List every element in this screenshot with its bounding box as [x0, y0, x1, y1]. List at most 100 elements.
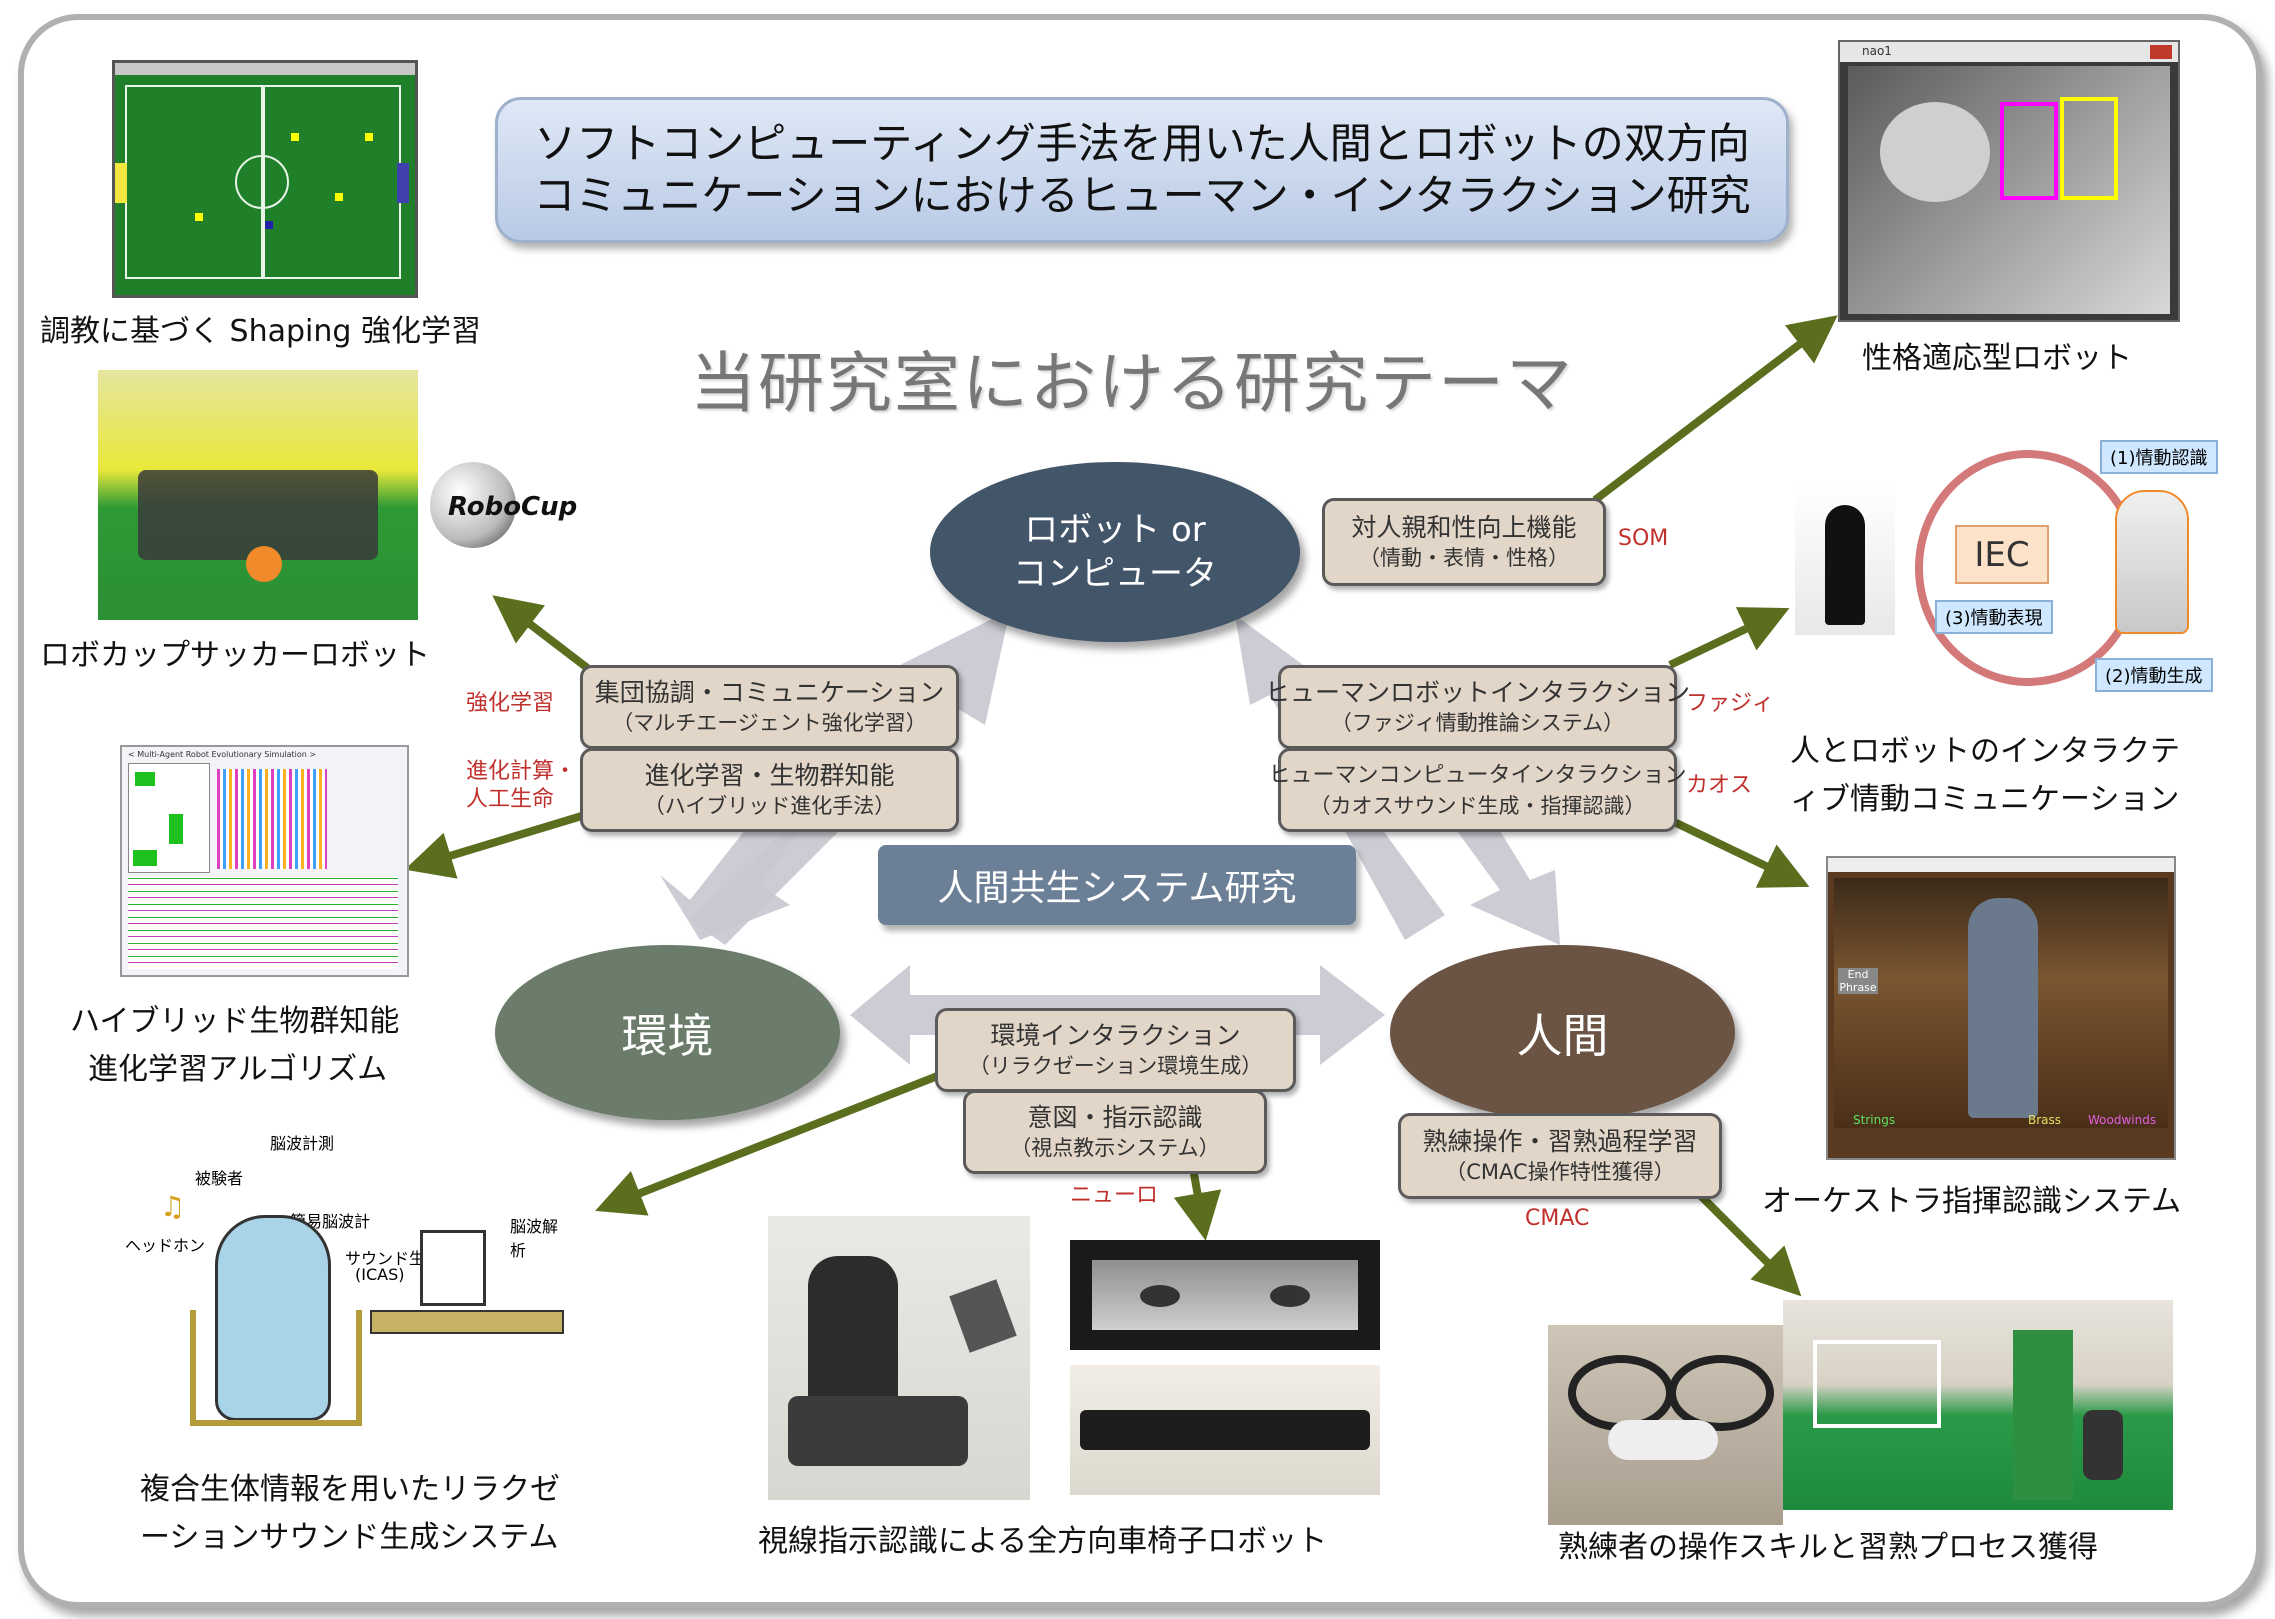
image-drone	[1548, 1325, 1783, 1525]
title-line-2: コミュニケーションにおけるヒューマン・インタラクション研究	[533, 171, 1751, 220]
title-line-1: ソフトコンピューティング手法を用いた人間とロボットの双方向	[534, 119, 1750, 168]
conductor-figure	[1968, 898, 2038, 1118]
image-eye-closeup	[1070, 1240, 1380, 1350]
method-ec-line-1: 進化計算・	[466, 759, 577, 784]
human-node: 人間	[1390, 945, 1735, 1120]
caption-emotion-line-2: ィブ情動コミュニケーション	[1790, 782, 2180, 817]
person-figure	[215, 1215, 331, 1421]
iec-box: IEC	[1955, 525, 2049, 584]
image-eye-tracker	[1070, 1365, 1380, 1495]
green-arrow-hybrid	[404, 811, 587, 879]
box-hci-line-2: （カオスサウンド生成・指揮認識）	[1309, 794, 1646, 818]
green-arrow-personality	[1592, 315, 1838, 504]
green-arrow-relax	[595, 1071, 942, 1216]
box-affinity-line-2: （情動・表情・性格）	[1359, 546, 1569, 570]
caption-relax-line-2: ーションサウンド生成システム	[140, 1520, 559, 1555]
box-env-interaction: 環境インタラクション （リラクゼーション環境生成）	[935, 1008, 1296, 1092]
person-silhouette	[1795, 485, 1895, 635]
caption-emotion-line-1: 人とロボットのインタラクテ	[1790, 734, 2180, 769]
computer-monitor-icon	[420, 1230, 486, 1306]
caption-hybrid-line-1: ハイブリッド生物群知能	[70, 1004, 400, 1039]
caption-orchestra: オーケストラ指揮認識システム	[1762, 1184, 2182, 1219]
box-skill: 熟練操作・習熟過程学習 （CMAC操作特性獲得）	[1398, 1113, 1722, 1199]
caption-relax-line-1: 複合生体情報を用いたリラクゼ	[140, 1472, 560, 1507]
green-arrow-skill	[1697, 1192, 1802, 1297]
box-evolution-line-1: 進化学習・生物群知能	[644, 761, 895, 790]
label-brain-analysis: 脳波解析	[510, 1217, 559, 1260]
green-arrow-robocup	[492, 595, 593, 674]
orchestra-end-phrase: End Phrase	[1838, 968, 1878, 994]
image-relaxation-system: 脳波計測 被験者 簡易脳波計 ヘッドホン サウンド生成 (ICAS) 脳波解析 …	[120, 1120, 570, 1440]
music-note-icon: ♫	[160, 1190, 186, 1223]
label-subject: 被験者	[195, 1169, 244, 1188]
label-icas: (ICAS)	[355, 1265, 405, 1284]
green-arrow-orchestra	[1668, 816, 1810, 888]
method-som: SOM	[1618, 526, 1669, 551]
robocup-logo-text: RoboCup	[448, 492, 578, 522]
method-ec-line-2: 人工生命	[466, 787, 555, 812]
image-iec-cycle: IEC (1)情動認識 (3)情動表現 (2)情動生成	[1795, 430, 2225, 700]
method-chaos: カオス	[1686, 773, 1753, 798]
chair	[190, 1310, 362, 1426]
box-hci: ヒューマンコンピュータインタラクション （カオスサウンド生成・指揮認識）	[1269, 748, 1687, 832]
label-emotion-generation: (2)情動生成	[2095, 658, 2213, 692]
image-wheelchair-robot	[768, 1216, 1030, 1500]
box-intention: 意図・指示認識 （視点教示システム）	[963, 1090, 1267, 1174]
green-arrow-eye	[1173, 1167, 1222, 1241]
caption-personality: 性格適応型ロボット	[1862, 341, 2132, 376]
desk	[370, 1310, 564, 1334]
image-orchestra: End Phrase Strings Brass Woodwinds	[1826, 856, 2176, 1160]
box-env-interaction-line-1: 環境インタラクション	[990, 1021, 1241, 1050]
image-robocup-robots	[98, 370, 418, 620]
orchestra-strings: Strings	[1853, 1113, 1896, 1127]
caption-wheelchair: 視線指示認識による全方向車椅子ロボット	[758, 1524, 1328, 1559]
box-affinity: 対人親和性向上機能 （情動・表情・性格）	[1322, 498, 1606, 586]
nao-robot-figure	[2115, 490, 2189, 634]
soccer-ball-icon	[430, 462, 516, 548]
box-intention-line-2: （視点教示システム）	[1010, 1136, 1220, 1160]
method-fuzzy: ファジィ	[1686, 691, 1775, 716]
robocup-logo: RoboCup	[430, 462, 585, 550]
box-evolution-line-2: （ハイブリッド進化手法）	[643, 794, 896, 818]
orchestra-woodwinds: Woodwinds	[2088, 1113, 2157, 1127]
label-emotion-expression: (3)情動表現	[1935, 600, 2053, 634]
method-neuro: ニューロ	[1070, 1183, 1159, 1208]
box-evolution: 進化学習・生物群知能 （ハイブリッド進化手法）	[580, 748, 959, 832]
label-emotion-recognition: (1)情動認識	[2100, 440, 2218, 474]
box-hri: ヒューマンロボットインタラクション （ファジィ情動推論システム）	[1265, 665, 1690, 749]
image-soccer-simulation	[112, 60, 418, 298]
robot-node-line-1: ロボット or	[1024, 510, 1206, 550]
image-skill-room	[1783, 1300, 2173, 1510]
box-skill-line-1: 熟練操作・習熟過程学習	[1422, 1127, 1698, 1156]
title-banner: ソフトコンピューティング手法を用いた人間とロボットの双方向 コミュニケーションに…	[495, 97, 1789, 243]
center-theme-box: 人間共生システム研究	[878, 845, 1356, 925]
box-affinity-line-1: 対人親和性向上機能	[1351, 513, 1577, 542]
box-cooperation-line-1: 集団協調・コミュニケーション	[594, 678, 945, 707]
label-brain-measure: 脳波計測	[270, 1134, 335, 1153]
robot-node-line-2: コンピュータ	[1013, 554, 1217, 594]
image-evolution-simulation: < Multi-Agent Robot Evolutionary Simulat…	[120, 745, 409, 977]
environment-node: 環境	[495, 945, 840, 1120]
green-arrow-emotion	[1668, 607, 1790, 669]
box-intention-line-1: 意図・指示認識	[1027, 1103, 1203, 1132]
caption-skill: 熟練者の操作スキルと習熟プロセス獲得	[1558, 1530, 2098, 1565]
orchestra-brass: Brass	[2028, 1113, 2062, 1127]
caption-hybrid-line-2: 進化学習アルゴリズム	[88, 1052, 388, 1087]
caption-shaping: 調教に基づく Shaping 強化学習	[40, 314, 481, 349]
image-nao-camera: nao1	[1838, 40, 2180, 322]
box-skill-line-2: （CMAC操作特性獲得）	[1445, 1160, 1675, 1184]
main-heading: 当研究室における研究テーマ	[690, 345, 1574, 422]
box-cooperation: 集団協調・コミュニケーション （マルチエージェント強化学習）	[580, 665, 959, 749]
box-hri-line-2: （ファジィ情動推論システム）	[1330, 711, 1625, 735]
box-hci-line-1: ヒューマンコンピュータインタラクション	[1268, 763, 1687, 788]
box-hri-line-1: ヒューマンロボットインタラクション	[1265, 678, 1691, 707]
robot-node: ロボット or コンピュータ	[930, 462, 1300, 642]
window-close-icon	[2150, 45, 2172, 59]
box-env-interaction-line-2: （リラクゼーション環境生成）	[968, 1054, 1263, 1078]
window-title: nao1	[1862, 44, 1892, 58]
caption-robocup: ロボカップサッカーロボット	[40, 638, 430, 673]
method-rl: 強化学習	[466, 691, 555, 716]
label-headphone: ヘッドホン	[125, 1236, 206, 1255]
method-cmac: CMAC	[1525, 1206, 1590, 1231]
